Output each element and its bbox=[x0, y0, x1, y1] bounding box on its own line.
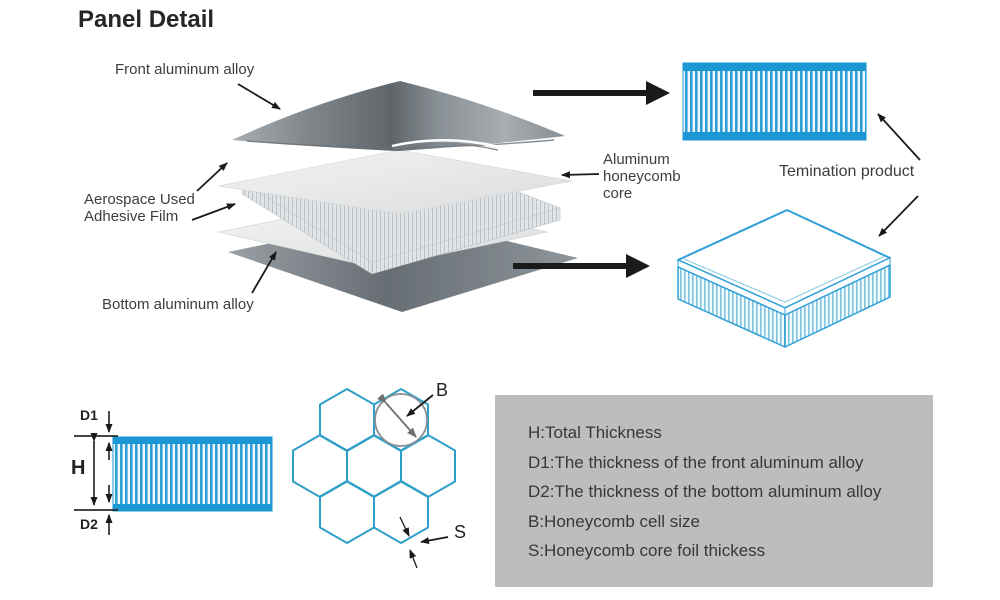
cross-section-product bbox=[682, 62, 867, 141]
core-label-line2: honeycomb bbox=[603, 168, 681, 185]
hex-cell bbox=[373, 480, 429, 544]
foil-thickness-annotation bbox=[399, 516, 449, 569]
hex-cell bbox=[319, 388, 375, 452]
hex-cell bbox=[319, 480, 375, 544]
flow-arrow-top bbox=[533, 81, 670, 105]
legend-item-d1: D1:The thickness of the front aluminum a… bbox=[528, 452, 864, 472]
termination-product-label: Temination product bbox=[779, 163, 915, 180]
front-sheet-inner-edge bbox=[393, 143, 499, 151]
legend-item-h: H:Total Thickness bbox=[528, 423, 662, 442]
label-arrows bbox=[191, 83, 921, 294]
bottom-aluminum-label: Bottom aluminum alloy bbox=[102, 296, 254, 313]
legend-box: H:Total Thickness D1:The thickness of th… bbox=[495, 395, 933, 587]
adhesive-upper-arrow bbox=[196, 162, 228, 192]
honeycomb-pattern bbox=[292, 388, 456, 544]
h-label: H bbox=[71, 457, 86, 479]
s-label: S bbox=[454, 522, 467, 542]
front-label-arrow bbox=[237, 83, 281, 110]
core-label-arrow bbox=[561, 171, 600, 179]
front-aluminum-layer bbox=[232, 81, 565, 151]
flow-arrow-bottom bbox=[513, 254, 650, 278]
adhesive-film-label: Aerospace Used Adhesive Film bbox=[84, 191, 195, 225]
core-label-line3: core bbox=[603, 185, 633, 202]
front-aluminum-label: Front aluminum alloy bbox=[115, 61, 255, 78]
adhesive-film-label-line1: Aerospace Used bbox=[84, 191, 195, 208]
dimension-diagram bbox=[74, 411, 273, 535]
b-label: B bbox=[436, 380, 449, 400]
front-sheet-highlight bbox=[391, 139, 501, 149]
termination-top-arrow bbox=[877, 113, 921, 161]
bottom-label-arrow bbox=[251, 251, 277, 294]
honeycomb-core-label: Aluminum honeycomb core bbox=[603, 151, 681, 202]
adhesive-lower-arrow bbox=[191, 203, 236, 221]
iso-panel-product bbox=[677, 209, 891, 348]
adhesive-film-label-line2: Adhesive Film bbox=[84, 208, 179, 225]
legend-item-d2: D2:The thickness of the bottom aluminum … bbox=[528, 482, 882, 501]
legend-item-b: B:Honeycomb cell size bbox=[528, 511, 700, 531]
core-label-line1: Aluminum bbox=[603, 151, 670, 168]
adhesive-film-upper bbox=[217, 149, 573, 215]
termination-bottom-arrow bbox=[878, 195, 919, 237]
page-title: Panel Detail bbox=[78, 6, 215, 33]
d2-label: D2 bbox=[80, 516, 98, 532]
d1-label: D1 bbox=[80, 407, 98, 423]
exploded-view bbox=[217, 81, 578, 312]
legend-item-s: S:Honeycomb core foil thickess bbox=[528, 541, 766, 560]
cell-size-annotation bbox=[374, 393, 434, 447]
hex-cell bbox=[292, 434, 348, 498]
